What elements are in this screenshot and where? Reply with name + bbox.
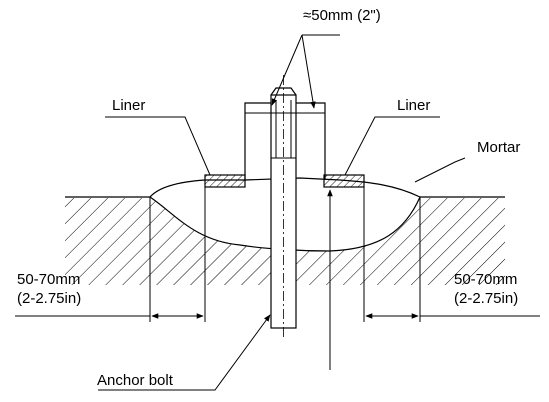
right-clearance-dimension: 50-70mm (2-2.75in): [363, 187, 540, 322]
anchor-bolt-label: Anchor bolt: [97, 372, 174, 389]
right-dim-in: (2-2.75in): [454, 290, 518, 307]
anchor-bolt: [270, 75, 297, 340]
liner-left-shim: [204, 174, 246, 188]
left-dim-mm: 50-70mm: [17, 271, 80, 288]
top-dim-label: ≈50mm (2"): [303, 7, 381, 24]
left-clearance-dimension: 50-70mm (2-2.75in): [15, 187, 206, 322]
anchor-bolt-callout: Anchor bolt: [97, 314, 271, 391]
ground-hatching: [65, 198, 505, 285]
liner-left-callout: Liner: [105, 97, 211, 176]
liner-right-label: Liner: [397, 97, 430, 114]
mortar-label: Mortar: [477, 139, 520, 156]
liner-right-shim: [323, 174, 365, 188]
liner-right-callout: Liner: [344, 97, 440, 176]
mortar-callout: Mortar: [414, 139, 520, 183]
liner-left-label: Liner: [112, 97, 145, 114]
right-dim-mm: 50-70mm: [454, 271, 517, 288]
top-dimension: ≈50mm (2"): [245, 7, 381, 114]
left-dim-in: (2-2.75in): [17, 290, 81, 307]
